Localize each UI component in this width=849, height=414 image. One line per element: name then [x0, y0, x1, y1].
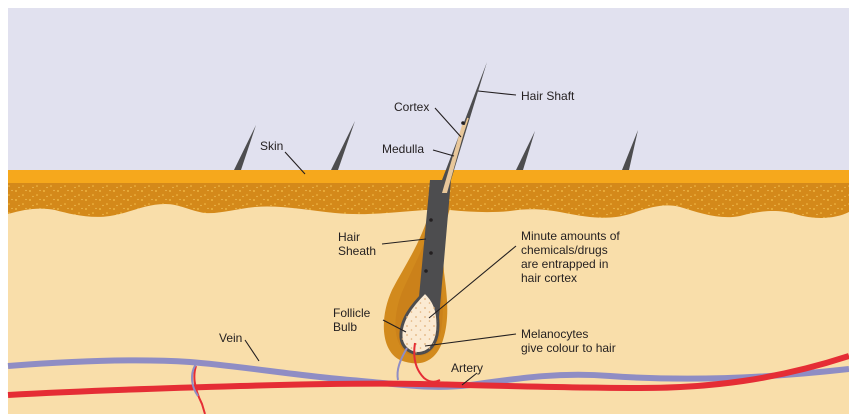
epidermis [8, 170, 849, 183]
chemicals-label: Minute amounts of chemicals/drugs are en… [521, 229, 620, 285]
follicle-bulb-label: Follicle Bulb [333, 306, 370, 334]
melanocytes-label: Melanocytes give colour to hair [521, 327, 616, 355]
hair-shaft-label: Hair Shaft [521, 89, 574, 103]
air-background [8, 8, 849, 182]
artery-label: Artery [451, 361, 483, 375]
cortex-label: Cortex [394, 100, 429, 114]
hair-sheath-label: Hair Sheath [338, 230, 376, 258]
vein-label: Vein [219, 331, 242, 345]
medulla-label: Medulla [382, 142, 424, 156]
skin-label: Skin [260, 139, 283, 153]
